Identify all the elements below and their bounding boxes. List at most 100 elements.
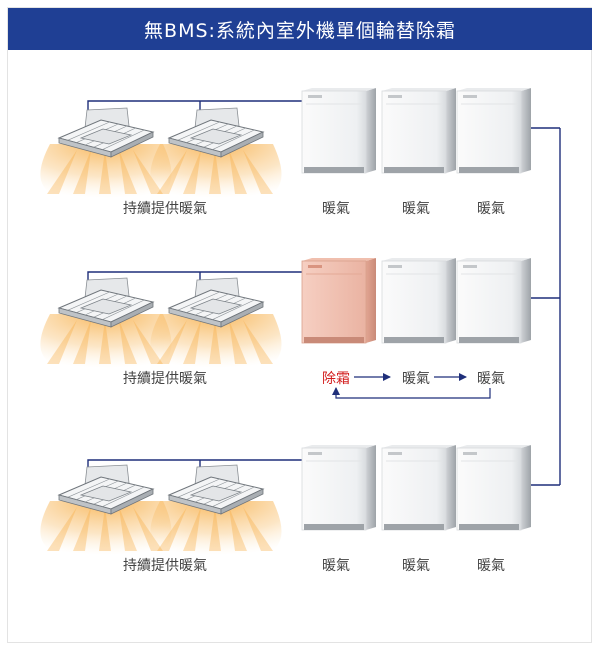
warm-air-streak [229,150,247,194]
cassette-grille-line [212,129,255,150]
outdoor-unit-side [521,445,531,530]
outdoor-status-label: 暖氣 [322,201,350,217]
outdoor-unit-base [384,167,444,173]
outdoor-unit-side [521,88,531,173]
outdoor-unit-front [456,90,522,174]
outdoor-unit-top [382,88,456,91]
cassette-grille-line [67,121,110,141]
outdoor-unit-front [301,447,367,531]
outdoor-unit-side [446,445,456,530]
outdoor-status-label: 暖氣 [477,371,505,387]
cassette-edge [110,301,154,328]
outdoor-status-label: 暖氣 [402,201,430,217]
outdoor-unit-base [459,337,519,343]
outdoor-unit [456,445,531,531]
warm-air-streak [47,507,77,551]
warm-air-streak [47,320,77,364]
cassette-center-grille [189,485,243,502]
warm-air-streak [157,320,187,364]
cassette-center-grille [189,298,243,315]
cassette-center-grille [79,128,133,145]
outdoor-unit-base [384,524,444,530]
warm-air-glow [150,314,282,368]
warm-air-streak [47,150,77,194]
warm-air-streak [119,150,137,194]
outdoor-unit-side [366,445,376,530]
outdoor-unit-front [456,260,522,344]
warm-air-streak [183,507,201,551]
outdoor-unit-front [456,447,522,531]
warm-air-glow [40,144,172,198]
warm-air-streak [99,150,111,194]
outdoor-unit-top [302,258,376,261]
outdoor-unit-logo [308,265,322,268]
warm-air-streak [99,320,111,364]
outdoor-unit-top [302,88,376,91]
outdoor-unit-base [304,524,364,530]
cassette-grille-line [102,299,145,320]
warm-air-streak [229,320,247,364]
outdoor-unit [381,258,456,344]
outdoor-unit-top [302,445,376,448]
outdoor-unit-logo [308,452,322,455]
warm-air-streak [119,507,137,551]
outdoor-unit-logo [388,95,402,98]
warm-air-streak [243,320,273,364]
outdoor-status-label: 暖氣 [322,558,350,574]
outdoor-unit-logo [463,95,477,98]
outdoor-status-label: 暖氣 [477,558,505,574]
outdoor-unit-side [446,88,456,173]
warm-air-glow [40,501,172,555]
indoor-cassette-unit [40,107,172,198]
outdoor-unit-top [457,445,531,448]
cassette-grille-line [177,121,220,141]
outdoor-unit-base [459,167,519,173]
outdoor-status-label: 暖氣 [477,201,505,217]
indoor-status-label: 持續提供暖氣 [123,558,207,574]
outdoor-unit-top [457,88,531,91]
warm-air-streak [209,507,221,551]
cassette-edge [220,488,264,515]
outdoor-unit-top [457,258,531,261]
cassette-grille-line [102,129,145,150]
outdoor-unit-base [304,337,364,343]
outdoor-unit [381,88,456,174]
cassette-center-grille [189,128,243,145]
outdoor-unit-front [301,260,367,344]
outdoor-unit-side [366,258,376,343]
outdoor-unit [456,88,531,174]
cassette-edge [110,131,154,158]
warm-air-streak [209,150,221,194]
indoor-cassette-unit [40,464,172,555]
cassette-edge [220,301,264,328]
outdoor-unit-side [446,258,456,343]
warm-air-streak [73,507,91,551]
page-title: 無BMS:系統內室外機單個輪替除霜 [8,8,592,50]
outdoor-unit-logo [463,452,477,455]
outdoor-unit-base [459,524,519,530]
warm-air-streak [157,150,187,194]
warm-air-streak [73,320,91,364]
cassette-center-grille [79,485,133,502]
cassette-grille-line [212,486,255,507]
outdoor-unit-top [382,258,456,261]
cassette-edge [220,131,264,158]
warm-air-streak [243,507,273,551]
indoor-status-label: 持續提供暖氣 [123,201,207,217]
cassette-grille-line [102,486,145,507]
warm-air-glow [150,144,282,198]
warm-air-streak [243,150,273,194]
outdoor-status-label: 暖氣 [402,558,430,574]
outdoor-unit-side [521,258,531,343]
outdoor-unit-side [366,88,376,173]
warm-air-streak [183,320,201,364]
cassette-center-grille [79,298,133,315]
cassette-grille-line [177,291,220,311]
indoor-cassette-unit [150,107,282,198]
cassette-grille-line [67,478,110,498]
outdoor-unit [456,258,531,344]
outdoor-unit-top [382,445,456,448]
outdoor-unit-front [381,90,447,174]
outdoor-unit [301,445,376,531]
cassette-grille-line [67,291,110,311]
